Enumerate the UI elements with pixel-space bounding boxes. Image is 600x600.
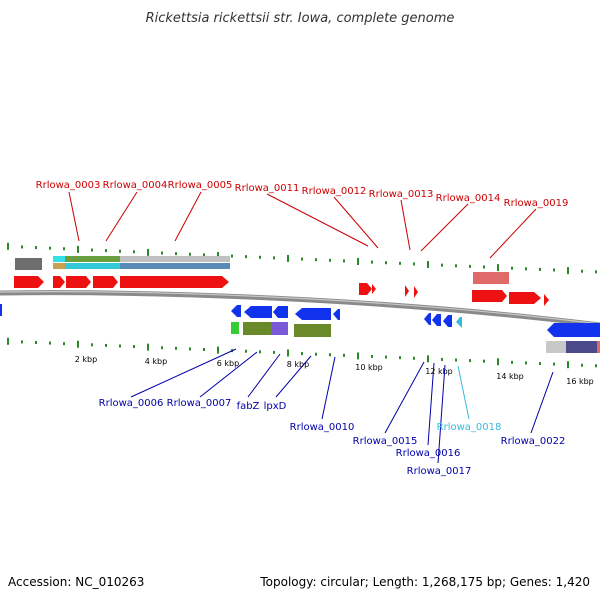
forward-gene-arrow — [472, 290, 507, 302]
feature-block — [65, 256, 120, 262]
gene-label[interactable]: fabZ — [237, 401, 260, 412]
forward-gene-arrow — [405, 285, 409, 297]
gene-label[interactable]: Rrlowa_0022 — [501, 436, 566, 447]
feature-block — [120, 256, 230, 262]
forward-gene-arrow — [509, 292, 541, 304]
gene-label[interactable]: Rrlowa_0011 — [235, 183, 300, 194]
reverse-gene-arrow — [231, 305, 241, 317]
gene-label[interactable]: Rrlowa_0012 — [302, 186, 367, 197]
gene-label[interactable]: Rrlowa_0016 — [396, 448, 461, 459]
reverse-gene-arrow — [0, 304, 2, 316]
feature-block — [597, 341, 600, 353]
reverse-gene-arrow — [443, 315, 452, 327]
leader-line — [333, 196, 379, 249]
feature-block — [231, 322, 239, 334]
bottom-leader-lines — [130, 348, 554, 464]
gene-label[interactable]: Rrlowa_0007 — [167, 398, 232, 409]
leader-line — [105, 191, 138, 242]
reverse-gene-arrow — [456, 317, 462, 328]
scale-label: 12 kbp — [425, 367, 453, 376]
leader-line — [174, 191, 202, 242]
gene-label[interactable]: Rrlowa_0019 — [504, 198, 569, 209]
reverse-gene-arrow — [432, 314, 441, 326]
scale-labels: 2 kbp 4 kbp 6 kbp 8 kbp 10 kbp 12 kbp 14… — [75, 355, 594, 386]
gene-label[interactable]: Rrlowa_0003 — [36, 180, 101, 191]
scale-label: 10 kbp — [355, 363, 383, 372]
topology-label: Topology: circular; Length: 1,268,175 bp… — [259, 575, 590, 589]
feature-block — [120, 263, 230, 269]
forward-gene-arrow — [414, 286, 418, 298]
reverse-gene-arrow — [244, 306, 272, 318]
bottom-gene-labels: Rrlowa_0006 Rrlowa_0007 fabZ lpxD Rrlowa… — [99, 398, 566, 477]
scale-label: 14 kbp — [496, 372, 524, 381]
gene-label[interactable]: Rrlowa_0013 — [369, 189, 434, 200]
genome-backbone-highlight — [0, 291, 600, 325]
annotation-track-top — [15, 256, 509, 284]
genome-backbone — [0, 290, 600, 328]
feature-block — [53, 263, 65, 269]
leader-line — [130, 348, 237, 398]
leader-line — [457, 365, 470, 420]
gene-label[interactable]: Rrlowa_0005 — [168, 180, 233, 191]
reverse-genes — [0, 304, 600, 337]
forward-gene-arrow — [53, 276, 65, 288]
reverse-gene-arrow — [295, 308, 331, 320]
scale-label: 8 kbp — [287, 360, 309, 369]
leader-line — [437, 364, 446, 464]
feature-block — [271, 322, 288, 335]
forward-gene-arrow — [372, 284, 376, 294]
feature-block — [566, 341, 600, 353]
leader-line — [420, 203, 469, 252]
forward-gene-arrow — [14, 276, 44, 288]
leader-line — [427, 362, 435, 446]
reverse-gene-arrow — [333, 309, 340, 320]
feature-block — [243, 322, 271, 335]
gene-label[interactable]: Rrlowa_0004 — [103, 180, 168, 191]
leader-line — [199, 351, 258, 398]
leader-line — [247, 353, 281, 398]
accession-label: Accession: NC_010263 — [8, 575, 144, 589]
top-leader-lines — [68, 191, 537, 259]
leader-line — [384, 361, 425, 434]
feature-block — [294, 324, 331, 337]
leader-line — [530, 371, 554, 434]
scale-label: 4 kbp — [145, 357, 167, 366]
reverse-gene-arrow — [547, 323, 600, 337]
gene-label[interactable]: Rrlowa_0014 — [436, 193, 501, 204]
feature-block — [15, 258, 42, 270]
leader-line — [275, 355, 312, 398]
forward-gene-arrow — [66, 276, 91, 288]
reverse-gene-arrow — [424, 313, 431, 325]
gene-label[interactable]: lpxD — [264, 401, 287, 412]
leader-line — [489, 208, 537, 259]
forward-gene-arrow — [120, 276, 229, 288]
gene-label[interactable]: Rrlowa_0010 — [290, 422, 355, 433]
feature-block — [65, 263, 120, 269]
top-gene-labels: Rrlowa_0003 Rrlowa_0004 Rrlowa_0005 Rrlo… — [36, 180, 569, 209]
forward-gene-arrow — [544, 294, 549, 306]
feature-block — [546, 341, 566, 353]
tick-rows — [7, 242, 597, 369]
leader-line — [68, 191, 80, 242]
scale-label: 6 kbp — [217, 359, 239, 368]
gene-label[interactable]: Rrlowa_0006 — [99, 398, 164, 409]
forward-gene-arrow — [93, 276, 118, 288]
reverse-gene-arrow — [273, 306, 288, 318]
gene-label[interactable]: Rrlowa_0015 — [353, 436, 418, 447]
feature-block — [53, 256, 65, 262]
scale-label: 2 kbp — [75, 355, 97, 364]
leader-line — [266, 193, 369, 247]
leader-line — [400, 199, 411, 251]
gene-label[interactable]: Rrlowa_0017 — [407, 466, 472, 477]
scale-label: 16 kbp — [566, 377, 594, 386]
annotation-track-bottom — [231, 322, 600, 353]
leader-line — [321, 356, 336, 420]
forward-gene-arrow — [359, 283, 372, 295]
feature-block — [473, 272, 509, 284]
genome-title: Rickettsia rickettsii str. Iowa, complet… — [146, 11, 455, 26]
gene-label[interactable]: Rrlowa_0018 — [437, 422, 502, 433]
forward-genes — [14, 276, 549, 306]
